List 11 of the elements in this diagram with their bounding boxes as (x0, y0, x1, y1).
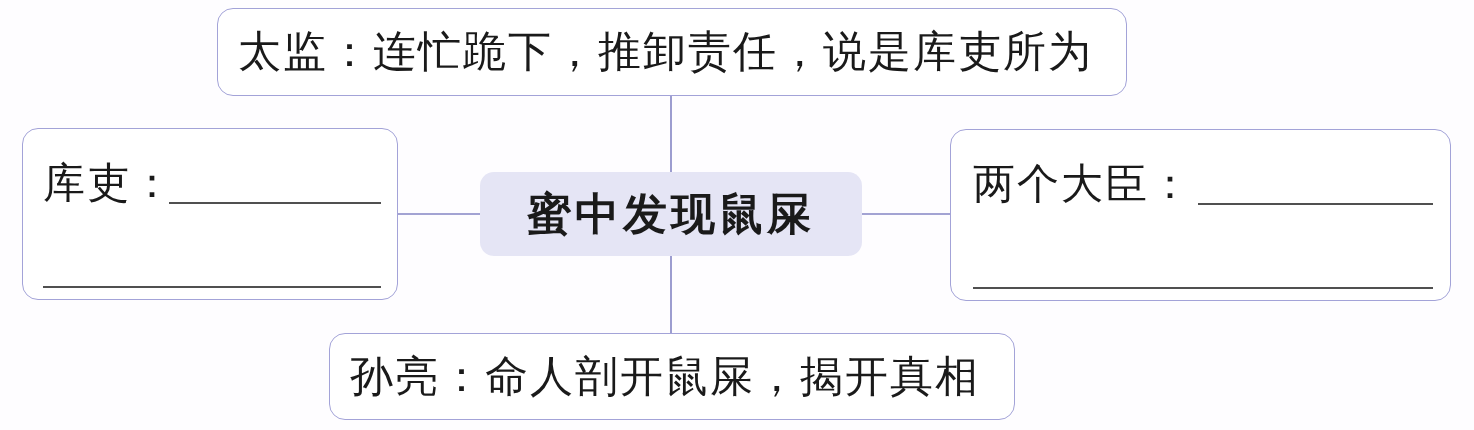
connector-line (670, 255, 672, 334)
answer-box (950, 129, 1451, 301)
text-box: 太监：连忙跪下，推卸责任，说是库吏所为 (217, 8, 1127, 96)
connector-line (861, 213, 951, 215)
text-box: 孙亮：命人剖开鼠屎，揭开真相 (329, 333, 1015, 420)
connector-line (670, 95, 672, 173)
answer-box (22, 128, 398, 300)
topic-box: 蜜中发现鼠屎 (480, 172, 862, 256)
prompt-text: 两个大臣： (973, 159, 1193, 209)
connector-line (397, 213, 481, 215)
prompt-text: 库吏： (43, 158, 175, 208)
